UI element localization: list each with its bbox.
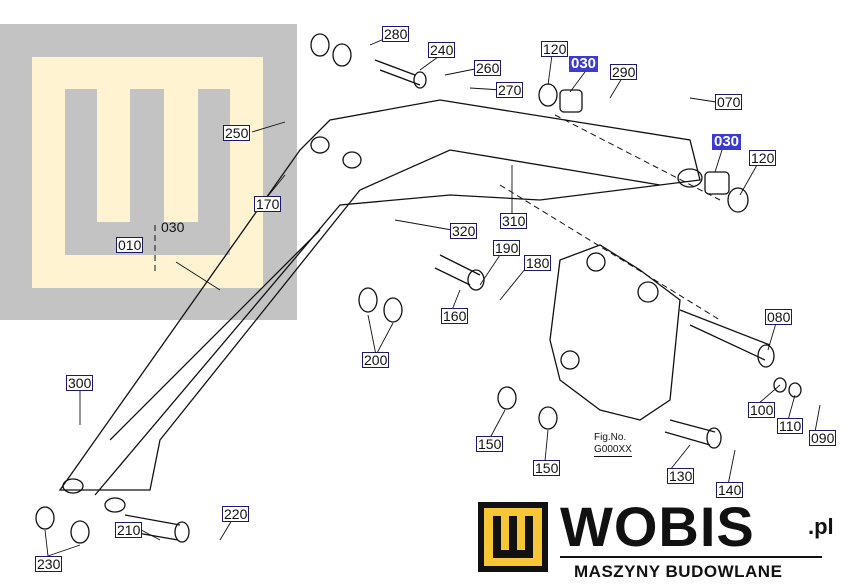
part-text-030: 030 bbox=[161, 219, 185, 235]
figure-number: Fig.No. G000XX bbox=[594, 432, 632, 457]
part-label-320[interactable]: 320 bbox=[450, 223, 478, 239]
figure-number-value: G000XX bbox=[594, 444, 632, 457]
part-label-210[interactable]: 210 bbox=[115, 522, 143, 538]
part-label-150[interactable]: 150 bbox=[533, 460, 561, 476]
part-label-120[interactable]: 120 bbox=[749, 150, 777, 166]
part-label-010[interactable]: 010 bbox=[116, 237, 144, 253]
part-label-150[interactable]: 150 bbox=[476, 436, 504, 452]
swing-bracket bbox=[549, 244, 681, 421]
part-label-290[interactable]: 290 bbox=[610, 64, 638, 80]
part-label-180[interactable]: 180 bbox=[524, 255, 552, 271]
part-label-260[interactable]: 260 bbox=[474, 60, 502, 76]
part-label-070[interactable]: 070 bbox=[715, 94, 743, 110]
part-label-220[interactable]: 220 bbox=[222, 506, 250, 522]
part-label-310[interactable]: 310 bbox=[500, 213, 528, 229]
part-label-030-highlighted[interactable]: 030 bbox=[569, 55, 599, 72]
part-label-190[interactable]: 190 bbox=[493, 240, 521, 256]
part-label-200[interactable]: 200 bbox=[362, 352, 390, 368]
part-label-250[interactable]: 250 bbox=[223, 125, 251, 141]
figure-number-label: Fig.No. bbox=[594, 432, 627, 443]
part-label-120[interactable]: 120 bbox=[541, 41, 569, 57]
part-label-030-highlighted[interactable]: 030 bbox=[712, 133, 742, 150]
watermark-logo bbox=[0, 24, 297, 320]
logo-brand: WOBIS bbox=[560, 495, 755, 558]
part-label-170[interactable]: 170 bbox=[254, 196, 282, 212]
part-label-090[interactable]: 090 bbox=[809, 430, 837, 446]
logo-divider bbox=[560, 556, 822, 558]
logo-tagline: MASZYNY BUDOWLANE bbox=[574, 562, 783, 581]
wobis-logo-icon bbox=[478, 502, 548, 572]
part-label-100[interactable]: 100 bbox=[748, 402, 776, 418]
logo-domain: .pl bbox=[808, 514, 834, 539]
part-label-240[interactable]: 240 bbox=[428, 42, 456, 58]
part-label-230[interactable]: 230 bbox=[35, 556, 63, 572]
part-label-110[interactable]: 110 bbox=[777, 418, 804, 434]
part-label-280[interactable]: 280 bbox=[382, 26, 410, 42]
part-label-160[interactable]: 160 bbox=[441, 308, 469, 324]
part-label-080[interactable]: 080 bbox=[765, 309, 793, 325]
part-label-300[interactable]: 300 bbox=[66, 375, 94, 391]
part-label-140[interactable]: 140 bbox=[716, 482, 744, 498]
part-label-270[interactable]: 270 bbox=[496, 82, 524, 98]
part-label-130[interactable]: 130 bbox=[667, 468, 695, 484]
